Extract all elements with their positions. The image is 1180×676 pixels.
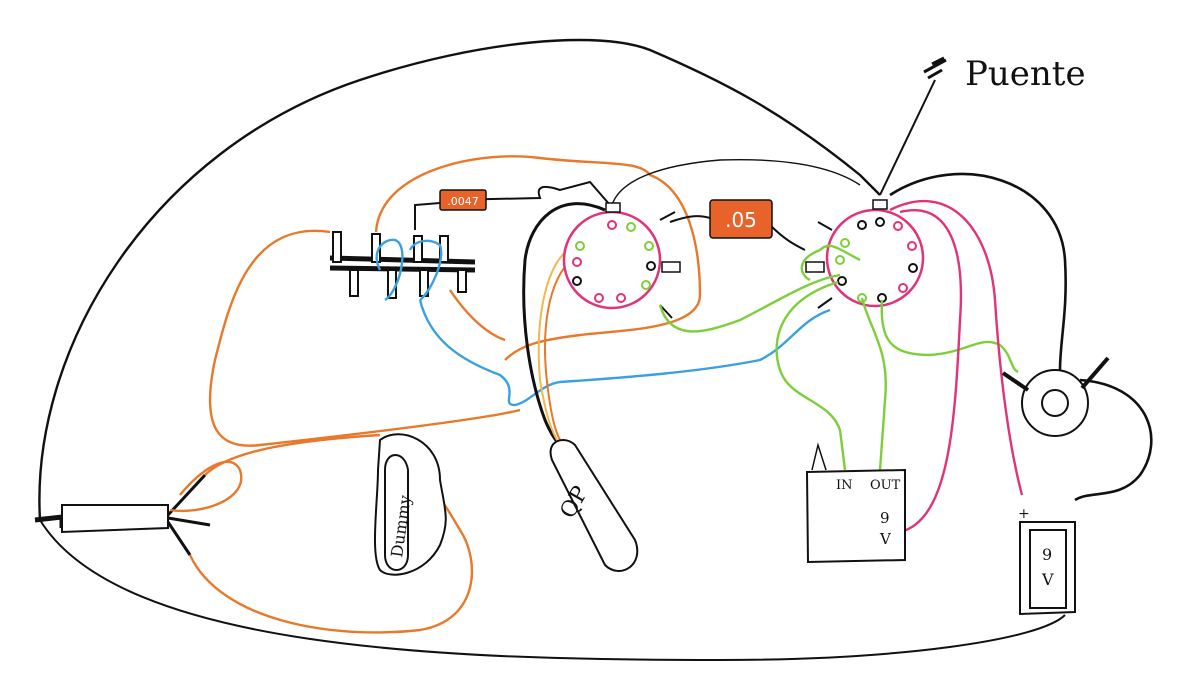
pot-link-wire <box>611 159 861 206</box>
orange-wires <box>169 155 702 634</box>
terminal-strip <box>329 231 476 299</box>
pink-wires <box>889 199 1024 534</box>
pot1-ground-wire <box>447 180 611 206</box>
preamp-module: IN OUT 9 V <box>805 442 906 564</box>
jack-ground-wires <box>889 172 1153 502</box>
capacitor-small-label: .0047 <box>447 195 479 208</box>
blue-wires <box>375 238 831 407</box>
capacitor-small: .0047 <box>414 189 487 230</box>
bridge-label: Puente <box>965 54 1086 94</box>
tone-pot <box>805 199 925 309</box>
battery-9v: + 9 V <box>1018 506 1076 616</box>
battery-9-label: 9 <box>1042 545 1052 564</box>
module-in-label: IN <box>836 478 853 493</box>
battery-plus-label: + <box>1018 506 1030 522</box>
green-wires <box>658 244 1019 471</box>
ground-wire-outer-loop <box>38 38 881 521</box>
module-out-label: OUT <box>870 478 901 493</box>
module-9v-top: 9 <box>880 509 890 527</box>
module-9v-bottom: V <box>879 530 892 548</box>
output-jack <box>34 473 211 556</box>
battery-v-label: V <box>1041 570 1054 589</box>
pickup-main: QP <box>549 439 639 572</box>
pickup-black-wire <box>522 202 606 447</box>
bridge-ground-symbol <box>879 56 947 196</box>
pickup-leads <box>537 244 576 446</box>
input-jack <box>1001 356 1110 437</box>
dummy-coil: Dummy <box>373 433 447 576</box>
capacitor-large-label: .05 <box>725 208 757 232</box>
ground-wire-bottom <box>39 519 1066 662</box>
capacitor-large: .05 <box>669 199 806 251</box>
volume-pot <box>562 202 681 319</box>
